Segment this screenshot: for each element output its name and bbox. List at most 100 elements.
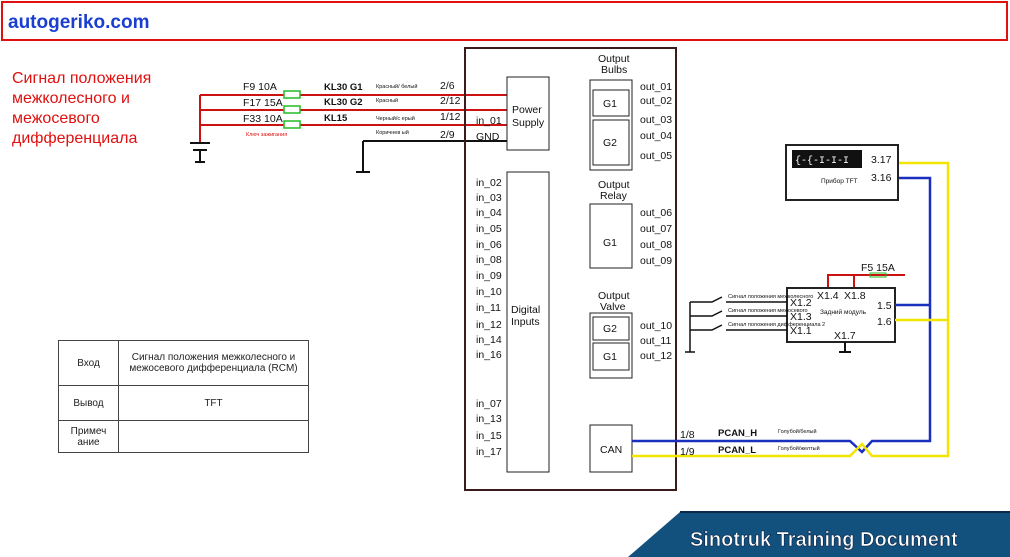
power-supply-label: Power	[512, 104, 542, 116]
group-label: G2	[603, 323, 617, 335]
rear-module: F5 15A Задний модуль X1.4 X1.8 X1.2 X1.3…	[685, 262, 948, 353]
footer-banner-text: Sinotruk Training Document	[690, 529, 958, 551]
output-relay-label: Relay	[600, 190, 628, 202]
tft-label: Прибор TFT	[821, 177, 858, 185]
can-label: CAN	[600, 444, 622, 456]
pin-label: in_05	[476, 223, 502, 235]
pin-label: out_11	[640, 335, 671, 347]
wire-color-label: Голубой/желтый	[778, 445, 820, 452]
pin-label: out_07	[640, 223, 672, 235]
pin-label: out_09	[640, 255, 672, 267]
table-cell-value: TFT	[118, 385, 309, 421]
pin-label: in_11	[476, 302, 501, 314]
switch-label: Сигнал положения межколесного	[728, 294, 813, 300]
pin-label: in_13	[476, 413, 502, 425]
display-icon	[792, 150, 862, 168]
ignition-key-label: Ключ зажигания	[246, 132, 287, 138]
pin-label: 1/12	[440, 111, 461, 123]
pin-label: X1.4	[817, 290, 839, 302]
pin-label: 2/6	[440, 80, 455, 92]
diagram-title: Сигнал положения межколесного и межосево…	[12, 70, 151, 147]
control-module: Power Supply Digital Inputs in_01 GND in…	[464, 47, 677, 491]
wire-color-label: Красный	[376, 97, 398, 104]
can-h-wire	[632, 176, 932, 454]
group-g2	[592, 119, 630, 166]
pin-label: X1.8	[844, 290, 866, 302]
wire-color-label: Черный/с ерый	[376, 115, 415, 122]
fuse-label: F17 15A	[243, 97, 283, 109]
digital-inputs-label: Digital	[511, 304, 540, 316]
fuse-icon	[283, 90, 301, 129]
pin-label: 3.16	[871, 172, 892, 184]
battery-icon	[190, 142, 210, 163]
power-wires: F9 10A F17 15A F33 10A KL30 G1 KL30 G2 K…	[190, 80, 507, 173]
can-box	[589, 424, 633, 473]
pin-label: out_05	[640, 150, 672, 162]
pin-label: in_01	[476, 115, 502, 127]
can-signal-label: PCAN_H	[718, 428, 757, 439]
pin-label: in_12	[476, 319, 502, 331]
can-signal-label: PCAN_L	[718, 445, 756, 456]
pin-label: in_09	[476, 270, 502, 282]
title-line: межосевого	[12, 110, 100, 127]
red-wire	[827, 274, 905, 288]
pin-label: 3.17	[871, 154, 892, 166]
rear-module-label: Задний модуль	[820, 308, 867, 316]
output-pins: out_01out_02out_03out_04out_05out_06out_…	[640, 81, 672, 362]
terminal-label: KL30 G1	[324, 82, 363, 93]
pin-label: out_02	[640, 95, 672, 107]
rear-module-box	[786, 287, 896, 343]
pin-label: out_06	[640, 207, 672, 219]
group-g2	[592, 316, 630, 341]
pin-label: in_15	[476, 430, 502, 442]
fuse-icon	[869, 272, 887, 278]
table-row: Примеч ание	[58, 420, 309, 453]
pin-label: 2/12	[440, 95, 461, 107]
pin-label: 2/9	[440, 129, 455, 141]
pin-label: 1/8	[680, 429, 695, 441]
pin-label: out_10	[640, 320, 672, 332]
pin-label: X1.1	[790, 325, 812, 337]
table-row: Вывод TFT	[58, 385, 309, 421]
output-bulbs-label: Output	[598, 53, 630, 65]
output-relay-label: Output	[598, 179, 630, 191]
wire-color-label: Коричнев ый	[376, 129, 409, 136]
footer-banner	[628, 512, 1010, 557]
table-cell-label: Вывод	[58, 385, 119, 421]
terminal-label: KL15	[324, 113, 348, 124]
tft-instrument: {-{-I-I-I Прибор TFT 3.17 3.16	[785, 144, 899, 201]
relay-box	[589, 203, 633, 269]
group-label: G2	[603, 137, 617, 149]
table-cell-label: Примеч ание	[58, 420, 119, 453]
pin-label: 1.6	[877, 316, 892, 328]
group-label: G1	[603, 351, 617, 363]
pin-label: in_07	[476, 398, 502, 410]
wire-color-label: Голубой/белый	[778, 428, 817, 435]
pin-label: in_06	[476, 239, 502, 251]
pin-label: out_03	[640, 114, 672, 126]
fuse-label: F33 10A	[243, 113, 283, 125]
pin-label: in_04	[476, 207, 502, 219]
fuse-label: F5 15A	[861, 262, 895, 274]
switch-label: Сигнал положения межосевого	[728, 308, 808, 314]
group-label: G1	[603, 98, 617, 110]
group-g1	[592, 342, 630, 371]
pin-label: 1.5	[877, 300, 892, 312]
pin-label: X1.3	[790, 311, 812, 323]
output-valve-label: Valve	[600, 301, 626, 313]
pin-label: out_12	[640, 350, 672, 362]
can-wires: 1/8 1/9 PCAN_H PCAN_L Голубой/белый Голу…	[632, 161, 950, 458]
pin-label: X1.7	[834, 330, 856, 342]
terminal-label: KL30 G2	[324, 97, 363, 108]
switch-label: Сигнал положения дифференциала 2	[728, 322, 825, 328]
digital-inputs-box	[506, 171, 550, 473]
power-supply-box	[506, 76, 550, 151]
site-link[interactable]: autogeriko.com	[8, 12, 149, 33]
group-label: G1	[603, 237, 617, 249]
title-line: межколесного и	[12, 90, 130, 107]
pin-label: in_10	[476, 286, 502, 298]
pin-label: 1/9	[680, 446, 695, 458]
power-supply-label: Supply	[512, 117, 545, 129]
pin-label: in_17	[476, 446, 502, 458]
display-segments: {-{-I-I-I	[795, 155, 849, 167]
